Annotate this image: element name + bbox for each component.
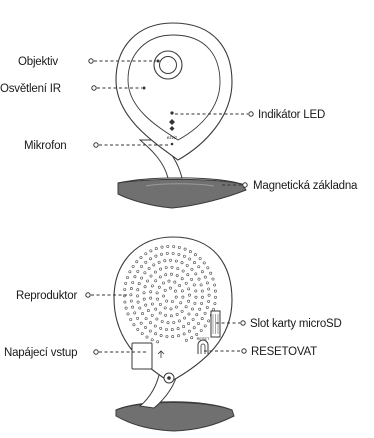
front-view: ezviz (116, 23, 246, 208)
magnetic-base (118, 178, 246, 208)
mic-dot (171, 143, 174, 146)
label-ir-light: Osvětlení IR (0, 83, 61, 95)
brand-logo-text: ezviz (167, 135, 178, 140)
label-microphone: Mikrofon (24, 140, 67, 152)
reset-button (198, 340, 208, 354)
label-microsd-slot: Slot karty microSD (250, 318, 342, 330)
label-reset: RESETOVAT (251, 346, 317, 358)
back-view: RESET (114, 237, 234, 431)
microsd-slot (211, 311, 220, 337)
lens (154, 51, 182, 79)
label-lens: Objektiv (18, 56, 58, 68)
label-magnetic-base: Magnetická základna (253, 180, 358, 192)
label-power-input: Napájecí vstup (4, 347, 77, 359)
back-base (116, 402, 234, 431)
label-speaker: Reproduktor (16, 290, 77, 302)
led-dot (170, 111, 173, 114)
label-led-indicator: Indikátor LED (258, 109, 325, 121)
power-port (132, 343, 152, 369)
